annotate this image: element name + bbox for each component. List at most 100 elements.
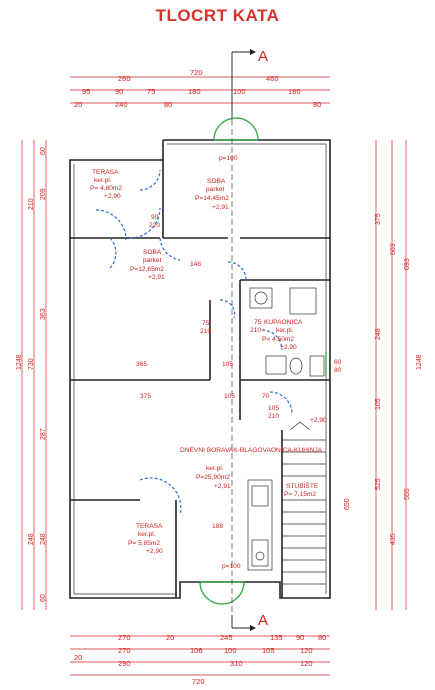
dim-internal: 105 (268, 405, 279, 412)
dim-bottom-106: 106 (190, 646, 203, 655)
dim-top-75: 75 (147, 87, 155, 96)
room-area: P= 4,80m2 (90, 185, 122, 192)
room-floor: ker.pl. (138, 531, 156, 538)
dim-internal: 188 (212, 523, 223, 530)
top-dimensions: 260 720 460 95 90 75 180 100 180 20 240 … (70, 68, 330, 109)
room-terasa-top: TERASA ker.pl. P= 4,80m2 +2,90 (90, 169, 122, 200)
room-height: +2,90 (280, 344, 297, 351)
room-floor: ker.pl. (276, 327, 294, 334)
room-name: TERASA (92, 169, 119, 176)
dim-internal: p=100 (219, 155, 238, 162)
room-height: +2,90 (146, 548, 163, 555)
room-area: P= 4,50m2 (262, 336, 294, 343)
dim-right-105: 105 (375, 398, 382, 410)
dim-bottom-720: 720 (192, 677, 205, 686)
dim-right-435: 435 (390, 533, 397, 545)
room-kupaonica: KUPAONICA ker.pl. P= 4,50m2 +2,90 (262, 319, 303, 351)
dim-left-363: 363 (40, 308, 47, 320)
dim-bottom-135: 135 (270, 633, 283, 642)
dim-bottom-105: 105 (262, 646, 275, 655)
room-area: P= 5,85m2 (128, 540, 160, 547)
dim-left-60a: 60 (40, 147, 47, 155)
dim-internal: 80 (334, 367, 342, 374)
dim-internal: 220 (149, 222, 160, 229)
dim-bottom-270b: 270 (118, 646, 131, 655)
dim-top-460: 460 (266, 74, 279, 83)
section-marker-top: A (231, 48, 268, 120)
dim-right-603: 603 (390, 243, 397, 255)
dim-left-209: 209 (40, 188, 47, 200)
dim-left-60b: 60 (40, 594, 47, 602)
room-terasa-bottom: TERASA ker.pl. P= 5,85m2 +2,90 (128, 523, 163, 555)
room-floor: ker.pl. (94, 177, 112, 184)
room-height: +2,91 (148, 274, 165, 281)
dim-top-720: 720 (190, 68, 203, 77)
dim-bottom-120b: 120 (300, 659, 313, 668)
dim-internal: 210 (268, 413, 279, 420)
dim-internal: 105 (224, 393, 235, 400)
dim-top-180b: 180 (288, 87, 301, 96)
dim-top-80b: 80 (313, 100, 321, 109)
windows (199, 117, 327, 605)
internal-dimensions: p=100 90 220 148 75 210 75 210 365 105 3… (136, 155, 342, 570)
dim-left-248a: 248 (28, 533, 35, 545)
section-label-a-bottom: A (258, 612, 268, 629)
stairs-steps (282, 421, 326, 585)
dim-top-20: 20 (74, 100, 82, 109)
room-floor: parket (206, 186, 224, 193)
dim-right-375: 375 (375, 213, 382, 225)
right-dimensions: 375 248 105 525 435 603 693 555 1248 650 (344, 140, 423, 610)
dim-bottom-90: 90 (296, 633, 304, 642)
dim-bottom-80: 80 (318, 633, 326, 642)
dim-top-260: 260 (118, 74, 131, 83)
room-name: SOBA (143, 249, 162, 256)
plan-title: TLOCRT KATA (155, 6, 280, 25)
room-stubiste: STUBIŠTE P= 7,15m2 (284, 481, 319, 498)
dim-right-693: 693 (404, 258, 411, 270)
dim-internal: 210 (200, 328, 211, 335)
dim-internal: 375 (140, 393, 151, 400)
room-soba-left: SOBA parket P=12,65m2 +2,91 (130, 249, 165, 281)
dim-internal: +2,90 (310, 417, 327, 424)
dim-bottom-100: 100 (224, 646, 237, 655)
dim-top-240: 240 (115, 100, 128, 109)
dim-top-100: 100 (233, 87, 246, 96)
room-soba-top: SOBA parket P=14,45m2 +2,91 (195, 178, 229, 211)
dim-internal: p=100 (222, 563, 241, 570)
dim-left-210: 210 (28, 198, 35, 210)
dim-right-1248: 1248 (416, 354, 423, 370)
dim-internal: 60 (334, 359, 342, 366)
dim-left-287: 287 (40, 428, 47, 440)
dim-right-555: 555 (404, 488, 411, 500)
dim-internal: 75 (254, 319, 262, 326)
left-dimensions: 1248 210 730 248 60 209 363 287 248 60 (16, 140, 47, 610)
dim-internal: 90 (151, 214, 159, 221)
room-name: STUBIŠTE (286, 481, 319, 490)
dim-right-650: 650 (344, 498, 351, 510)
dim-bottom-20b: 20 (74, 653, 82, 662)
room-name: TERASA (136, 523, 163, 530)
dim-bottom-20a: 20 (166, 633, 174, 642)
walls (69, 139, 331, 599)
dim-top-80a: 80 (164, 100, 172, 109)
room-dnevni-boravak: DNEVNI BORAVAK-BLAGOVAONICA-KUHINJA ker.… (180, 447, 323, 490)
dim-top-180a: 180 (188, 87, 201, 96)
room-name: DNEVNI BORAVAK-BLAGOVAONICA-KUHINJA (180, 447, 323, 454)
dim-bottom-310: 310 (230, 659, 243, 668)
room-height: +2,90 (104, 193, 121, 200)
room-area: P=14,45m2 (195, 195, 229, 202)
dim-top-95: 95 (82, 87, 90, 96)
dim-right-248: 248 (375, 328, 382, 340)
dim-internal: 148 (190, 261, 201, 268)
dim-left-1248: 1248 (16, 354, 23, 370)
room-area: P=25,90m2 (196, 474, 230, 481)
room-floor: parket (143, 257, 161, 264)
room-name: KUPAONICA (264, 319, 303, 326)
room-height: +2,91 (212, 204, 229, 211)
room-floor: ker.pl. (206, 465, 224, 472)
dim-internal: 75 (202, 320, 210, 327)
dim-bottom-270a: 270 (118, 633, 131, 642)
dim-bottom-120a: 120 (300, 646, 313, 655)
room-name: SOBA (207, 178, 226, 185)
